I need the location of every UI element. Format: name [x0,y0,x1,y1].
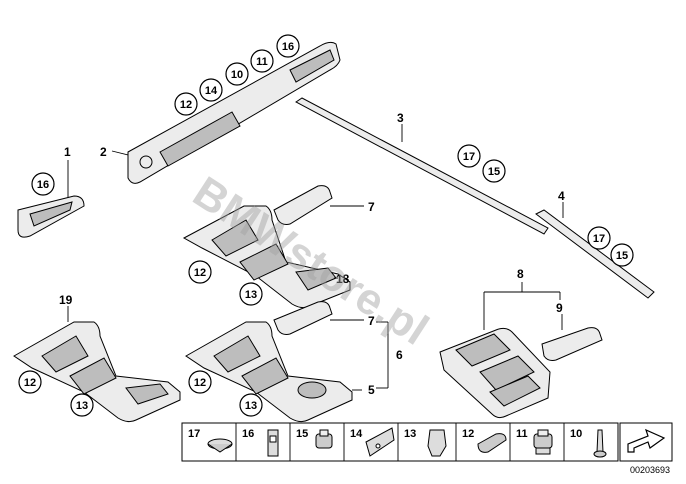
part-1-side-trim[interactable] [17,195,85,238]
legend-label-10: 10 [570,428,582,440]
circled-p4-17: 17 [593,233,605,245]
circled-p2-12: 12 [180,99,192,111]
legend-label-14: 14 [350,428,363,440]
callout-18: 18 [336,272,350,286]
part-19-console-trim[interactable] [13,321,181,423]
circled-p3-15: 15 [488,166,500,178]
push-pin-icon [593,429,607,458]
fastener-legend: 17 16 15 14 13 12 11 [181,422,619,462]
callout-8: 8 [517,267,524,281]
legend-label-17: 17 [188,428,200,440]
callout-1: 1 [64,145,71,159]
part-6-console-trim[interactable] [185,321,353,423]
part-7-cover-upper[interactable] [273,185,333,225]
callout-5: 5 [368,383,375,397]
callout-3: 3 [397,111,404,125]
clip-nut-icon [315,429,333,449]
part-2-dashboard-trim[interactable] [127,41,341,184]
circled-p19-12: 12 [24,377,36,389]
legend-label-13: 13 [404,428,416,440]
part-3-long-strip[interactable] [295,97,549,235]
circled-p1-16: 16 [37,179,49,191]
legend-label-12: 12 [462,428,474,440]
circled-p18-13: 13 [245,289,257,301]
circled-p2-16: 16 [282,41,294,53]
clip-disc-icon [207,438,233,453]
callout-7-upper: 7 [368,200,375,214]
circled-p2-11: 11 [256,56,268,68]
circled-p2-10: 10 [231,69,243,81]
clip-spring-icon [427,429,447,457]
circled-p18-12: 12 [194,267,206,279]
circled-p19-13: 13 [76,400,88,412]
callout-6: 6 [396,348,403,362]
circled-references: 12 14 10 11 16 16 17 15 17 15 12 13 12 1… [18,34,634,417]
bracket-plate-icon [365,427,395,457]
circled-p3-17: 17 [463,151,475,163]
part-4-short-strip[interactable] [535,209,655,299]
part-8-storage-tray[interactable] [439,327,551,419]
circled-p6-13: 13 [245,400,257,412]
legend-label-11: 11 [516,428,528,440]
pad-icon [477,433,507,453]
legend-label-15: 15 [296,428,308,440]
legend-label-16: 16 [242,428,254,440]
direction-arrow-icon [619,422,673,462]
clip-retainer-icon [533,429,553,455]
circled-p4-15: 15 [616,250,628,262]
callout-9: 9 [556,301,563,315]
diagram-reference-number: 00203693 [630,465,670,475]
part-7-cover-lower[interactable] [273,301,333,335]
circled-p2-14: 14 [205,85,218,97]
circled-p6-12: 12 [194,377,206,389]
clip-bracket-icon [267,429,279,457]
part-9-tray-cover[interactable] [541,327,603,361]
callout-2: 2 [100,145,107,159]
callout-4: 4 [558,189,565,203]
callout-19: 19 [59,293,73,307]
callout-7-lower: 7 [368,314,375,328]
